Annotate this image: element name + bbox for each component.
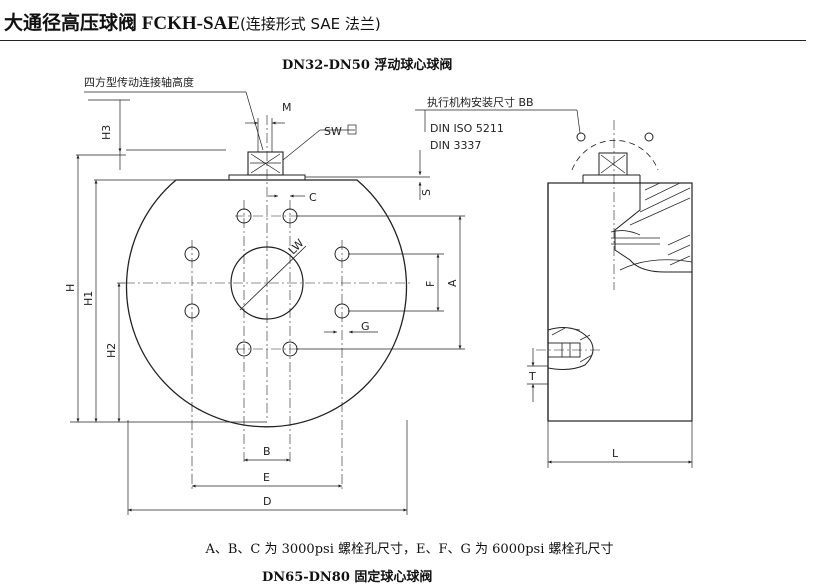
side-body bbox=[547, 182, 693, 422]
actuator-label: 执行机构安装尺寸 BB bbox=[427, 95, 534, 109]
dim-label-H: H bbox=[64, 284, 77, 292]
section-heading-top: DN32-DN50 浮动球心球阀 bbox=[282, 58, 453, 73]
bolt-hole-note: A、B、C 为 3000psi 螺栓孔尺寸，E、F、G 为 6000psi 螺栓… bbox=[205, 542, 614, 557]
title-main: 大通径高压球阀 FCKH-SAE bbox=[4, 13, 240, 34]
side-dimensions bbox=[415, 109, 693, 468]
side-view bbox=[536, 120, 693, 422]
iso-label: DIN ISO 5211 bbox=[430, 122, 504, 135]
dim-label-B: B bbox=[263, 445, 271, 458]
dim-label-S: S bbox=[420, 189, 433, 196]
valve-body-outline bbox=[125, 179, 408, 428]
din-label: DIN 3337 bbox=[430, 139, 481, 152]
dim-label-SW: SW bbox=[324, 125, 342, 138]
dim-label-T: T bbox=[528, 370, 536, 383]
side-hatch bbox=[551, 182, 691, 363]
dim-label-E: E bbox=[263, 471, 270, 484]
title-underline bbox=[0, 40, 806, 41]
front-dimensions bbox=[70, 91, 465, 515]
sw-square-symbol bbox=[347, 124, 357, 135]
dim-label-L: L bbox=[612, 447, 619, 460]
square-stem bbox=[247, 151, 284, 176]
dim-label-C: C bbox=[309, 191, 317, 204]
shaft-height-label: 四方型传动连接轴高度 bbox=[84, 75, 194, 89]
section-heading-bottom: DN65-DN80 固定球心球阀 bbox=[262, 570, 433, 585]
dim-label-H3: H3 bbox=[100, 125, 113, 140]
title-sub: (连接形式 SAE 法兰) bbox=[239, 15, 381, 33]
dim-label-H1: H1 bbox=[82, 291, 95, 306]
dim-label-M: M bbox=[282, 101, 292, 114]
dim-label-F: F bbox=[424, 281, 437, 287]
dim-label-G: G bbox=[361, 320, 370, 333]
page-title: 大通径高压球阀 FCKH-SAE(连接形式 SAE 法兰) bbox=[4, 8, 381, 35]
dim-label-H2: H2 bbox=[105, 343, 118, 358]
front-view bbox=[125, 115, 410, 492]
dim-label-A: A bbox=[446, 279, 459, 287]
dim-label-D: D bbox=[263, 495, 271, 508]
